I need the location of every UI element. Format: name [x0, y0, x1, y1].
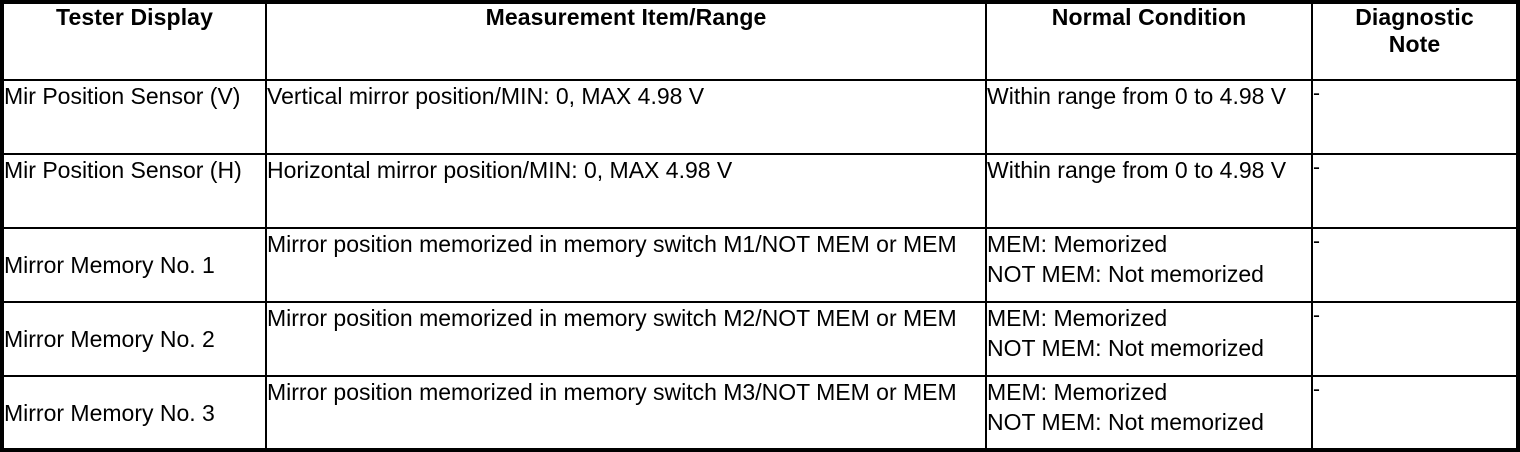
cell-diagnostic-note: -: [1311, 301, 1519, 377]
column-header-measurement-item-range: Measurement Item/Range: [265, 1, 987, 81]
cell-diagnostic-note-text: -: [1313, 82, 1320, 105]
column-header-diagnostic-note-label: Diagnostic Note: [1355, 4, 1474, 57]
table-body: Mir Position Sensor (V) Vertical mirror …: [1, 79, 1519, 451]
cell-diagnostic-note: -: [1311, 227, 1519, 303]
cell-measurement-item-range-text: Vertical mirror position/MIN: 0, MAX 4.9…: [267, 83, 705, 109]
column-header-normal-condition-label: Normal Condition: [1051, 4, 1247, 30]
cell-normal-condition: MEM: Memorized NOT MEM: Not memorized: [985, 375, 1313, 451]
column-header-tester-display: Tester Display: [1, 1, 267, 81]
cell-diagnostic-note: -: [1311, 375, 1519, 451]
table-row: Mir Position Sensor (V) Vertical mirror …: [1, 79, 1519, 155]
cell-measurement-item-range-text: Horizontal mirror position/MIN: 0, MAX 4…: [267, 157, 733, 183]
table-row: Mirror Memory No. 2 Mirror position memo…: [1, 301, 1519, 377]
cell-measurement-item-range: Mirror position memorized in memory swit…: [265, 375, 987, 451]
cell-tester-display: Mirror Memory No. 1: [1, 227, 267, 303]
cell-normal-condition-text: MEM: Memorized NOT MEM: Not memorized: [987, 231, 1264, 287]
cell-measurement-item-range: Mirror position memorized in memory swit…: [265, 301, 987, 377]
cell-tester-display-text: Mir Position Sensor (V): [4, 83, 241, 109]
column-header-normal-condition: Normal Condition: [985, 1, 1313, 81]
cell-tester-display: Mir Position Sensor (H): [1, 153, 267, 229]
cell-tester-display-text: Mirror Memory No. 1: [4, 252, 215, 278]
cell-normal-condition: MEM: Memorized NOT MEM: Not memorized: [985, 227, 1313, 303]
cell-measurement-item-range-text: Mirror position memorized in memory swit…: [267, 379, 957, 405]
cell-measurement-item-range-text: Mirror position memorized in memory swit…: [267, 231, 957, 257]
table-header-row: Tester Display Measurement Item/Range No…: [1, 1, 1519, 81]
column-header-measurement-item-range-label: Measurement Item/Range: [485, 4, 767, 30]
cell-normal-condition: MEM: Memorized NOT MEM: Not memorized: [985, 301, 1313, 377]
cell-measurement-item-range-text: Mirror position memorized in memory swit…: [267, 305, 957, 331]
cell-measurement-item-range: Horizontal mirror position/MIN: 0, MAX 4…: [265, 153, 987, 229]
cell-diagnostic-note-text: -: [1313, 156, 1320, 179]
cell-measurement-item-range: Vertical mirror position/MIN: 0, MAX 4.9…: [265, 79, 987, 155]
column-header-diagnostic-note: Diagnostic Note: [1311, 1, 1519, 81]
cell-normal-condition-text: MEM: Memorized NOT MEM: Not memorized: [987, 305, 1264, 361]
cell-tester-display-text: Mirror Memory No. 2: [4, 326, 215, 352]
column-header-tester-display-label: Tester Display: [56, 4, 213, 30]
cell-normal-condition-text: Within range from 0 to 4.98 V: [987, 83, 1287, 109]
cell-tester-display: Mirror Memory No. 3: [1, 375, 267, 451]
table-header: Tester Display Measurement Item/Range No…: [1, 1, 1519, 81]
table-row: Mir Position Sensor (H) Horizontal mirro…: [1, 153, 1519, 229]
cell-diagnostic-note: -: [1311, 153, 1519, 229]
table-row: Mirror Memory No. 1 Mirror position memo…: [1, 227, 1519, 303]
cell-normal-condition-text: Within range from 0 to 4.98 V: [987, 157, 1287, 183]
cell-diagnostic-note-text: -: [1313, 304, 1320, 327]
cell-diagnostic-note-text: -: [1313, 230, 1320, 253]
cell-tester-display: Mirror Memory No. 2: [1, 301, 267, 377]
cell-normal-condition: Within range from 0 to 4.98 V: [985, 79, 1313, 155]
cell-tester-display-text: Mir Position Sensor (H): [4, 157, 242, 183]
cell-diagnostic-note: -: [1311, 79, 1519, 155]
cell-normal-condition-text: MEM: Memorized NOT MEM: Not memorized: [987, 379, 1264, 435]
cell-normal-condition: Within range from 0 to 4.98 V: [985, 153, 1313, 229]
cell-diagnostic-note-text: -: [1313, 378, 1320, 401]
cell-tester-display-text: Mirror Memory No. 3: [4, 399, 215, 426]
cell-tester-display: Mir Position Sensor (V): [1, 79, 267, 155]
cell-measurement-item-range: Mirror position memorized in memory swit…: [265, 227, 987, 303]
table-row: Mirror Memory No. 3 Mirror position memo…: [1, 375, 1519, 451]
